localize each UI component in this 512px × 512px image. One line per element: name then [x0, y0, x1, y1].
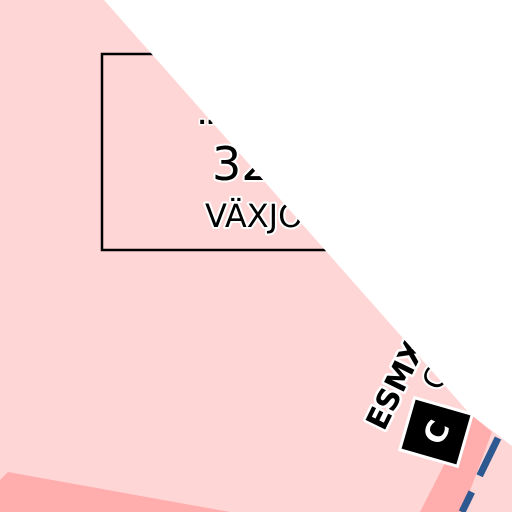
boundary-dashed-line: [458, 436, 502, 512]
class-badge-background: [397, 395, 475, 469]
airspace-class-badge[interactable]: C: [397, 395, 475, 469]
airspace-border-band-bottom: [0, 472, 230, 512]
